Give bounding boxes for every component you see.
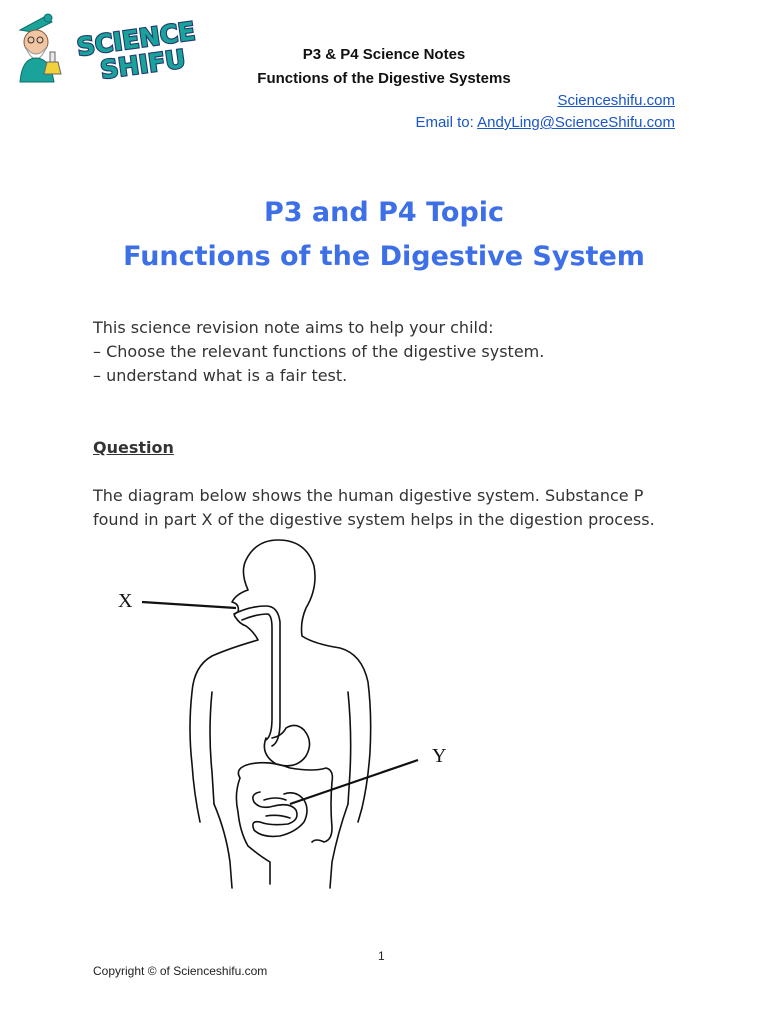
intro-line2: – Choose the relevant functions of the d… bbox=[93, 342, 545, 361]
header-title-line2: Functions of the Digestive Systems bbox=[257, 70, 511, 87]
email-link[interactable]: AndyLing@ScienceShifu.com bbox=[477, 114, 675, 131]
logo-wordmark: SCIENCE SHIFU bbox=[74, 18, 196, 82]
sage-mascot-icon bbox=[18, 13, 62, 83]
body-outline bbox=[189, 539, 372, 823]
topic-title-line1: P3 and P4 Topic bbox=[263, 197, 505, 228]
header-title-line1: P3 & P4 Science Notes bbox=[302, 46, 466, 63]
topic-title-line2: Functions of the Digestive System bbox=[123, 241, 645, 272]
question-text-line1: The diagram below shows the human digest… bbox=[93, 486, 644, 505]
site-link-line: Scienceshifu.com bbox=[557, 92, 675, 109]
right-arm-line bbox=[347, 691, 352, 805]
science-shifu-logo: SCIENCE SHIFU bbox=[12, 12, 196, 84]
email-prefix: Email to: bbox=[415, 114, 478, 131]
large-intestine bbox=[235, 761, 334, 885]
digestive-system-diagram: X Y bbox=[118, 539, 446, 889]
small-intestine bbox=[252, 791, 308, 838]
hip-left bbox=[213, 803, 233, 889]
intro-line3: – understand what is a fair test. bbox=[93, 366, 348, 385]
esophagus bbox=[233, 605, 281, 747]
pointer-line-x bbox=[141, 600, 237, 610]
copyright-text: Copyright © of Scienceshifu.com bbox=[93, 964, 268, 978]
question-heading: Question bbox=[93, 438, 174, 457]
hip-right bbox=[329, 803, 349, 889]
page-number: 1 bbox=[378, 949, 385, 963]
question-text-line2: found in part X of the digestive system … bbox=[93, 510, 655, 529]
left-arm-line bbox=[209, 691, 215, 805]
site-link[interactable]: Scienceshifu.com bbox=[557, 92, 675, 109]
label-y: Y bbox=[432, 745, 446, 767]
label-x: X bbox=[118, 590, 133, 612]
intro-line1: This science revision note aims to help … bbox=[93, 318, 494, 337]
pointer-line-y bbox=[289, 758, 419, 806]
stomach bbox=[263, 724, 311, 767]
email-line: Email to: AndyLing@ScienceShifu.com bbox=[415, 114, 675, 131]
